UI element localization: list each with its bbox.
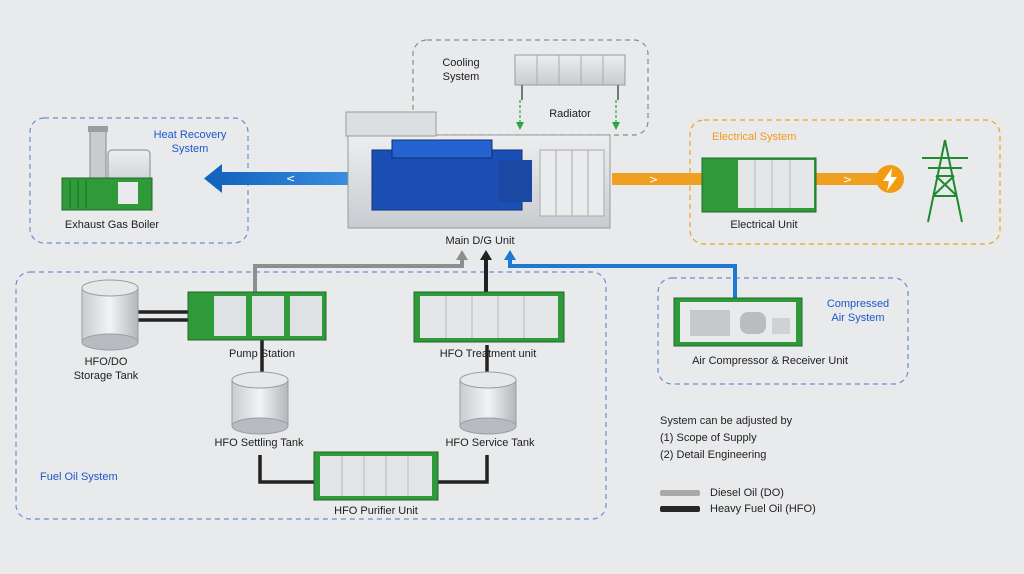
hfo-treatment-illustration	[413, 291, 565, 343]
do-line-to-main	[253, 258, 464, 292]
main-dg-unit-label: Main D/G Unit	[445, 235, 515, 247]
electrical-unit-label: Electrical Unit	[730, 219, 798, 231]
heat-recovery-label: Heat Recovery System	[153, 129, 227, 155]
radiator-label: Radiator	[549, 108, 591, 120]
compressed-air-box	[657, 277, 909, 385]
fuel-oil-box	[15, 271, 607, 520]
note-item: (1) Scope of Supply	[660, 432, 757, 444]
compressed-air-label: Compressed Air System	[826, 298, 890, 324]
lightning-icon	[876, 165, 904, 193]
fuel-oil-label: Fuel Oil System	[40, 471, 118, 483]
storage-tank-label: HFO/DO Storage Tank	[73, 356, 139, 382]
pump-station-label: Pump Station	[228, 348, 296, 360]
purifier-unit-label: HFO Purifier Unit	[334, 505, 418, 517]
note-item: (2) Detail Engineering	[660, 449, 767, 461]
heat-recovery-box	[29, 117, 249, 244]
settling-tank-label: HFO Settling Tank	[214, 437, 304, 449]
legend-hfo: Heavy Fuel Oil (HFO)	[660, 503, 816, 515]
electrical-unit-illustration	[701, 157, 817, 213]
exhaust-gas-boiler-label: Exhaust Gas Boiler	[64, 219, 160, 231]
purifier-unit-illustration	[313, 451, 439, 501]
adjustment-note: System can be adjusted by (1) Scope of S…	[660, 413, 792, 464]
svg-text:>: >	[649, 173, 658, 186]
legend-swatch-hfo	[660, 506, 700, 512]
air-compressor-label: Air Compressor & Receiver Unit	[692, 355, 848, 367]
cooling-label: Cooling System	[442, 57, 480, 83]
hfo-treatment-label: HFO Treatment unit	[439, 348, 537, 360]
service-tank-illustration	[459, 371, 517, 435]
legend-diesel: Diesel Oil (DO)	[660, 487, 784, 499]
cooling-box	[412, 39, 649, 136]
pump-station-illustration	[187, 291, 327, 341]
electrical-box	[689, 119, 1001, 245]
air-line-to-main	[508, 258, 737, 298]
main-dg-unit-illustration	[345, 111, 611, 229]
legend-label: Heavy Fuel Oil (HFO)	[710, 503, 816, 515]
svg-text:>: >	[843, 173, 852, 186]
legend-swatch-diesel	[660, 490, 700, 496]
settling-tank-illustration	[231, 371, 289, 435]
electrical-label: Electrical System	[712, 131, 797, 143]
svg-text:<: <	[286, 172, 295, 185]
transmission-tower-icon	[922, 139, 968, 223]
storage-tank-illustration	[81, 279, 139, 351]
legend-label: Diesel Oil (DO)	[710, 487, 784, 499]
power-pipe-right: > >	[612, 173, 878, 186]
air-compressor-illustration	[673, 297, 803, 347]
note-title: System can be adjusted by	[660, 415, 793, 427]
exhaust-pipe-arrow: <	[204, 164, 352, 193]
radiator-illustration	[514, 54, 626, 130]
service-tank-label: HFO Service Tank	[445, 437, 535, 449]
exhaust-gas-boiler-illustration	[61, 126, 153, 211]
